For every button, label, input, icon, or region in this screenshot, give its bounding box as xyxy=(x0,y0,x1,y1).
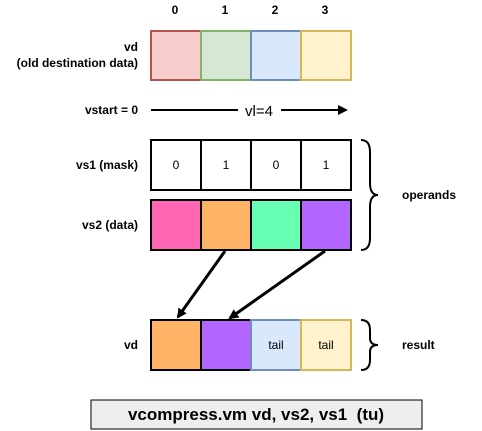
vs1-cell-3 xyxy=(300,139,352,191)
vstart-row: vstart = 0 vl=4 xyxy=(85,103,348,120)
instruction-text: vcompress.vm vd, vs2, vs1 (tu) xyxy=(128,405,384,424)
vs1-label: vs1 (mask) xyxy=(76,158,138,172)
vs1-value-1: 1 xyxy=(223,158,230,172)
vd-result-cell-3 xyxy=(300,319,352,371)
result-brace xyxy=(360,319,379,371)
element-index-header: 0 1 2 3 xyxy=(172,3,329,17)
vd-old-sublabel: (old destination data) xyxy=(17,56,138,70)
vs2-cell-2 xyxy=(250,199,302,251)
vd-old-cell-1 xyxy=(200,30,252,81)
operands-group: operands xyxy=(360,139,456,251)
vd-result-label: vd xyxy=(124,338,138,352)
result-label: result xyxy=(402,338,435,352)
compress-arrows xyxy=(176,249,326,320)
vd-old-row: vd (old destination data) xyxy=(17,30,352,81)
operands-label: operands xyxy=(402,188,456,202)
arrow-elem3-to-slot1 xyxy=(228,249,326,320)
index-label-1: 1 xyxy=(222,3,229,17)
vs2-label: vs2 (data) xyxy=(82,218,138,232)
vd-result-row: vd tail tail xyxy=(124,319,352,371)
index-label-0: 0 xyxy=(172,3,179,17)
vd-old-cell-3 xyxy=(300,30,352,81)
index-label-2: 2 xyxy=(272,3,279,17)
vs1-cell-2 xyxy=(250,139,302,191)
vs1-value-0: 0 xyxy=(173,158,180,172)
vs1-value-3: 1 xyxy=(323,158,330,172)
instruction-box xyxy=(90,399,423,430)
operands-brace xyxy=(360,139,379,251)
vs2-cell-3 xyxy=(300,199,352,251)
vd-result-cell-1 xyxy=(200,319,252,371)
vd-result-cell-0 xyxy=(150,319,202,371)
vs1-row: vs1 (mask) 0 1 0 1 xyxy=(76,139,352,191)
vd-result-tail-2: tail xyxy=(268,338,283,352)
vd-old-label: vd xyxy=(124,40,138,54)
vd-old-cell-2 xyxy=(250,30,302,81)
vd-old-cell-0 xyxy=(150,30,202,81)
result-group: result xyxy=(360,319,435,371)
vd-result-tail-3: tail xyxy=(318,338,333,352)
vs1-value-2: 0 xyxy=(273,158,280,172)
vs2-cell-0 xyxy=(150,199,202,251)
vs2-cell-1 xyxy=(200,199,252,251)
index-label-3: 3 xyxy=(322,3,329,17)
vs2-row: vs2 (data) xyxy=(82,199,352,251)
vstart-label: vstart = 0 xyxy=(85,103,138,117)
instruction-caption: vcompress.vm vd, vs2, vs1 (tu) xyxy=(90,399,423,430)
arrow-elem1-to-slot0 xyxy=(176,250,227,319)
vl-label: vl=4 xyxy=(245,103,273,120)
